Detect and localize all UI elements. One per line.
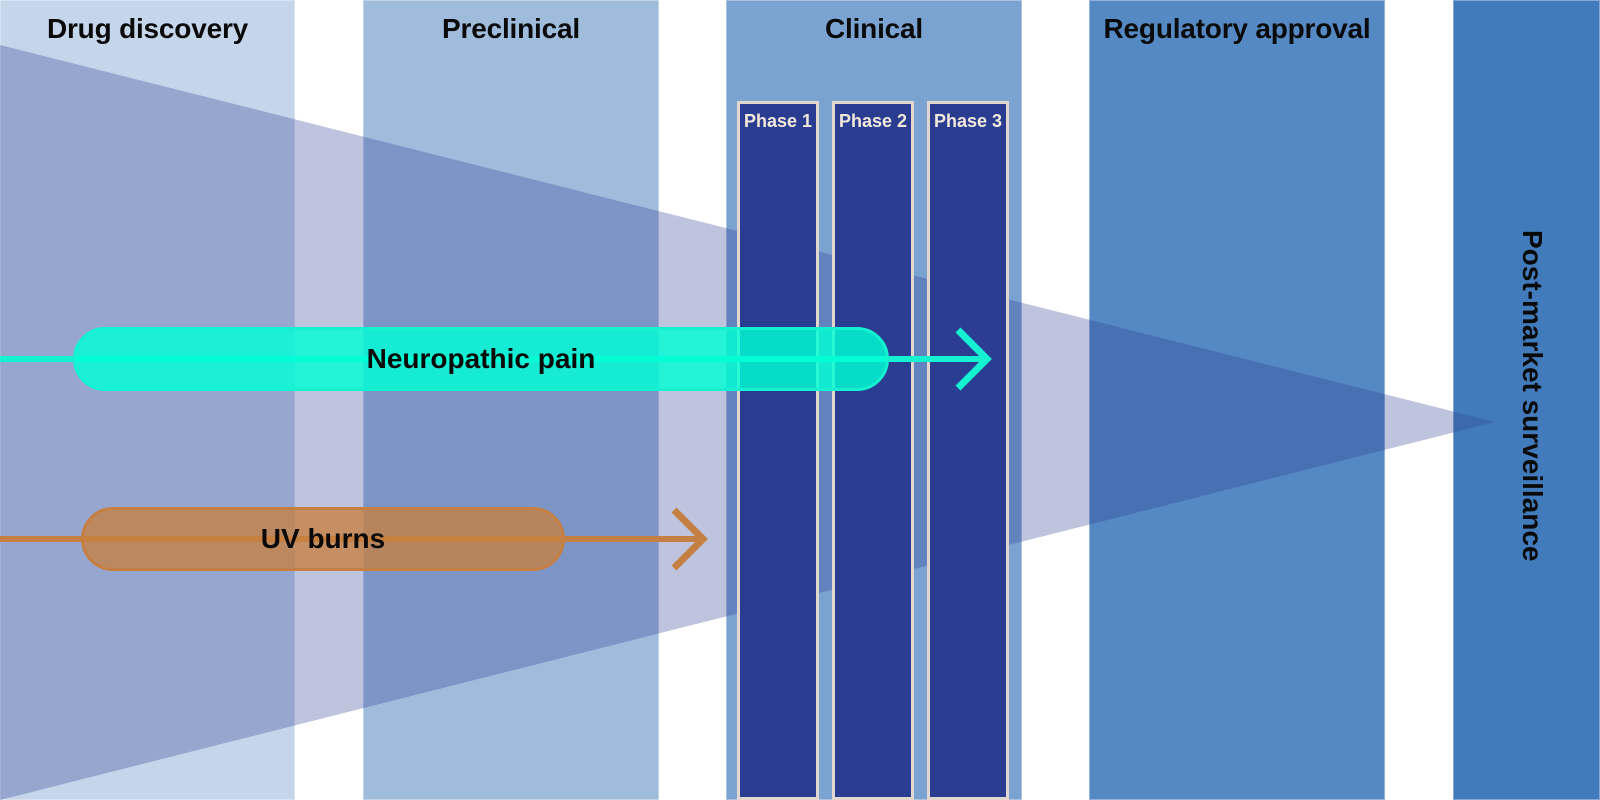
program-pill-neuropathic-pain: Neuropathic pain (73, 327, 889, 391)
program-label: UV burns (260, 523, 386, 554)
stage-column-drug-discovery: Drug discovery (0, 0, 295, 800)
stage-title: Drug discovery (46, 13, 249, 44)
program-label: Neuropathic pain (366, 343, 596, 374)
program-pill-uv-burns: UV burns (81, 507, 565, 571)
stage-title: Regulatory approval (1103, 13, 1371, 44)
phase-label: Phase 1 (743, 111, 813, 131)
stage-title: Clinical (825, 13, 923, 44)
stage-column-preclinical: Preclinical (363, 0, 659, 800)
phase-label: Phase 3 (933, 111, 1003, 131)
phase-box-3: Phase 3 (927, 101, 1009, 800)
neuropathic-pain-arrowhead-icon (955, 327, 992, 391)
phase-label: Phase 2 (838, 111, 908, 131)
phase-box-1: Phase 1 (737, 101, 819, 800)
stage-title: Preclinical (442, 13, 580, 44)
phase-box-2: Phase 2 (832, 101, 914, 800)
stage-column-post-market-surveillance (1453, 0, 1600, 800)
stage-column-regulatory-approval: Regulatory approval (1089, 0, 1385, 800)
uv-burns-arrowhead-icon (671, 507, 708, 571)
